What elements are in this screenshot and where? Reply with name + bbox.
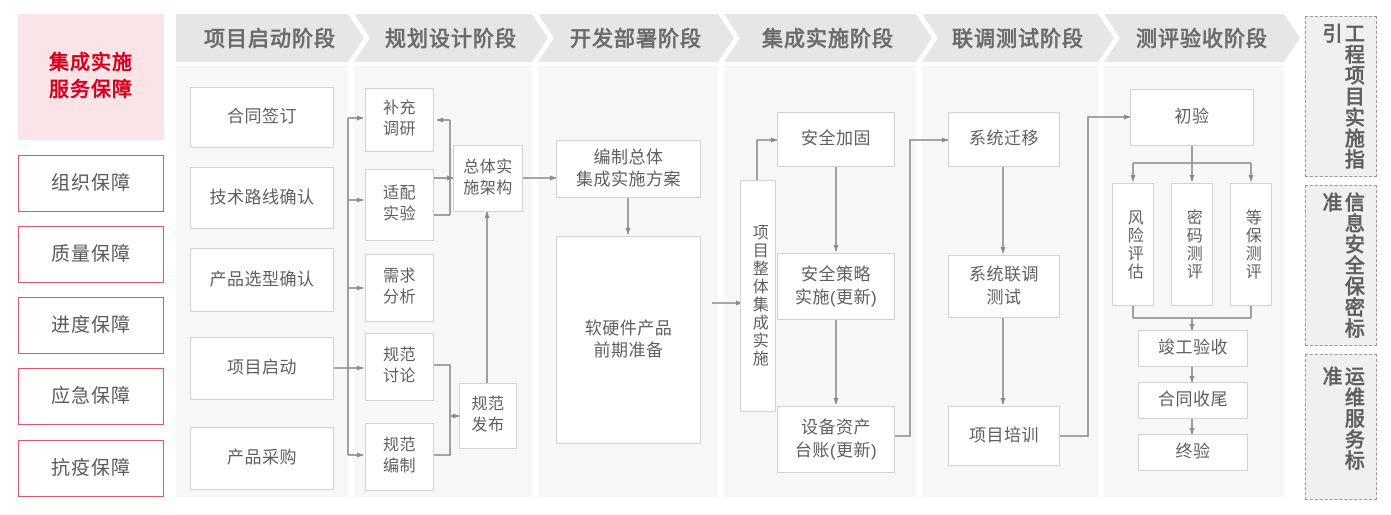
standard-item-infosec-standard[interactable]: 信息安全保密标准 [1305, 185, 1377, 346]
standard-item-ops-service-standard[interactable]: 运维服务标准 [1305, 354, 1377, 500]
node-project-kickoff[interactable]: 项目启动 [190, 337, 334, 400]
node-contract-closeout[interactable]: 合同收尾 [1138, 382, 1248, 419]
node-product-procurement[interactable]: 产品采购 [190, 427, 334, 490]
node-system-joint-test[interactable]: 系统联调 测试 [948, 255, 1060, 318]
node-final-acceptance[interactable]: 终验 [1138, 434, 1248, 471]
phase-header-p2[interactable]: 规划设计阶段 [354, 14, 548, 62]
chevron-shape [176, 14, 364, 62]
node-overall-project-integration[interactable]: 项目整体集成实施 [740, 180, 776, 412]
node-adaptation-experiment[interactable]: 适配 实验 [365, 169, 434, 241]
sidebar-item-epidemic[interactable]: 抗疫保障 [18, 440, 164, 497]
node-preliminary-acceptance[interactable]: 初验 [1130, 89, 1254, 146]
node-spec-discussion[interactable]: 规范 讨论 [365, 333, 434, 401]
sidebar-item-quality[interactable]: 质量保障 [18, 226, 164, 283]
node-requirement-analysis[interactable]: 需求 分析 [365, 254, 434, 322]
node-project-training[interactable]: 项目培训 [948, 406, 1060, 466]
node-overall-implementation-architecture[interactable]: 总体实 施架构 [453, 145, 523, 212]
node-hardware-software-preparation[interactable]: 软硬件产品 前期准备 [556, 236, 701, 444]
sidebar-title: 集成实施 服务保障 [18, 14, 164, 140]
standard-item-label: 信息安全保密标准 [1319, 191, 1364, 339]
node-risk-assessment[interactable]: 风险评估 [1112, 183, 1154, 306]
chevron-shape [354, 14, 548, 62]
node-supplementary-survey[interactable]: 补充 调研 [365, 88, 434, 152]
phase-header-p5[interactable]: 联调测试阶段 [922, 14, 1114, 62]
node-spec-release[interactable]: 规范 发布 [459, 383, 517, 449]
standard-item-label: 运维服务标准 [1319, 366, 1364, 471]
node-tech-route-confirm[interactable]: 技术路线确认 [190, 167, 334, 229]
node-equipment-asset-ledger[interactable]: 设备资产 台账(更新) [777, 406, 895, 473]
node-system-migration[interactable]: 系统迁移 [948, 112, 1060, 167]
node-completion-acceptance[interactable]: 竣工验收 [1138, 330, 1248, 367]
sidebar-item-schedule[interactable]: 进度保障 [18, 297, 164, 354]
node-security-hardening[interactable]: 安全加固 [777, 112, 895, 167]
sidebar-item-emergency[interactable]: 应急保障 [18, 368, 164, 425]
phase-header-p4[interactable]: 集成实施阶段 [724, 14, 932, 62]
standard-item-label: 工程项目实施指引 [1319, 22, 1364, 170]
chevron-shape [1104, 14, 1300, 62]
node-draft-overall-integration-plan[interactable]: 编制总体 集成实施方案 [556, 140, 701, 198]
node-contract-signing[interactable]: 合同签订 [190, 87, 334, 148]
node-cryptography-evaluation[interactable]: 密码测评 [1171, 183, 1213, 306]
chevron-shape [922, 14, 1114, 62]
node-security-policy-implementation[interactable]: 安全策略 实施(更新) [777, 253, 895, 320]
chevron-shape [538, 14, 734, 62]
phase-header-p3[interactable]: 开发部署阶段 [538, 14, 734, 62]
phase-header-p1[interactable]: 项目启动阶段 [176, 14, 364, 62]
phase-header-p6[interactable]: 测评验收阶段 [1104, 14, 1300, 62]
chevron-shape [724, 14, 932, 62]
standard-item-engineering-guideline[interactable]: 工程项目实施指引 [1305, 16, 1377, 177]
node-spec-drafting[interactable]: 规范 编制 [365, 423, 434, 491]
node-product-selection-confirm[interactable]: 产品选型确认 [190, 248, 334, 312]
node-classified-protection-evaluation[interactable]: 等保测评 [1230, 183, 1272, 306]
sidebar-item-organization[interactable]: 组织保障 [18, 155, 164, 212]
